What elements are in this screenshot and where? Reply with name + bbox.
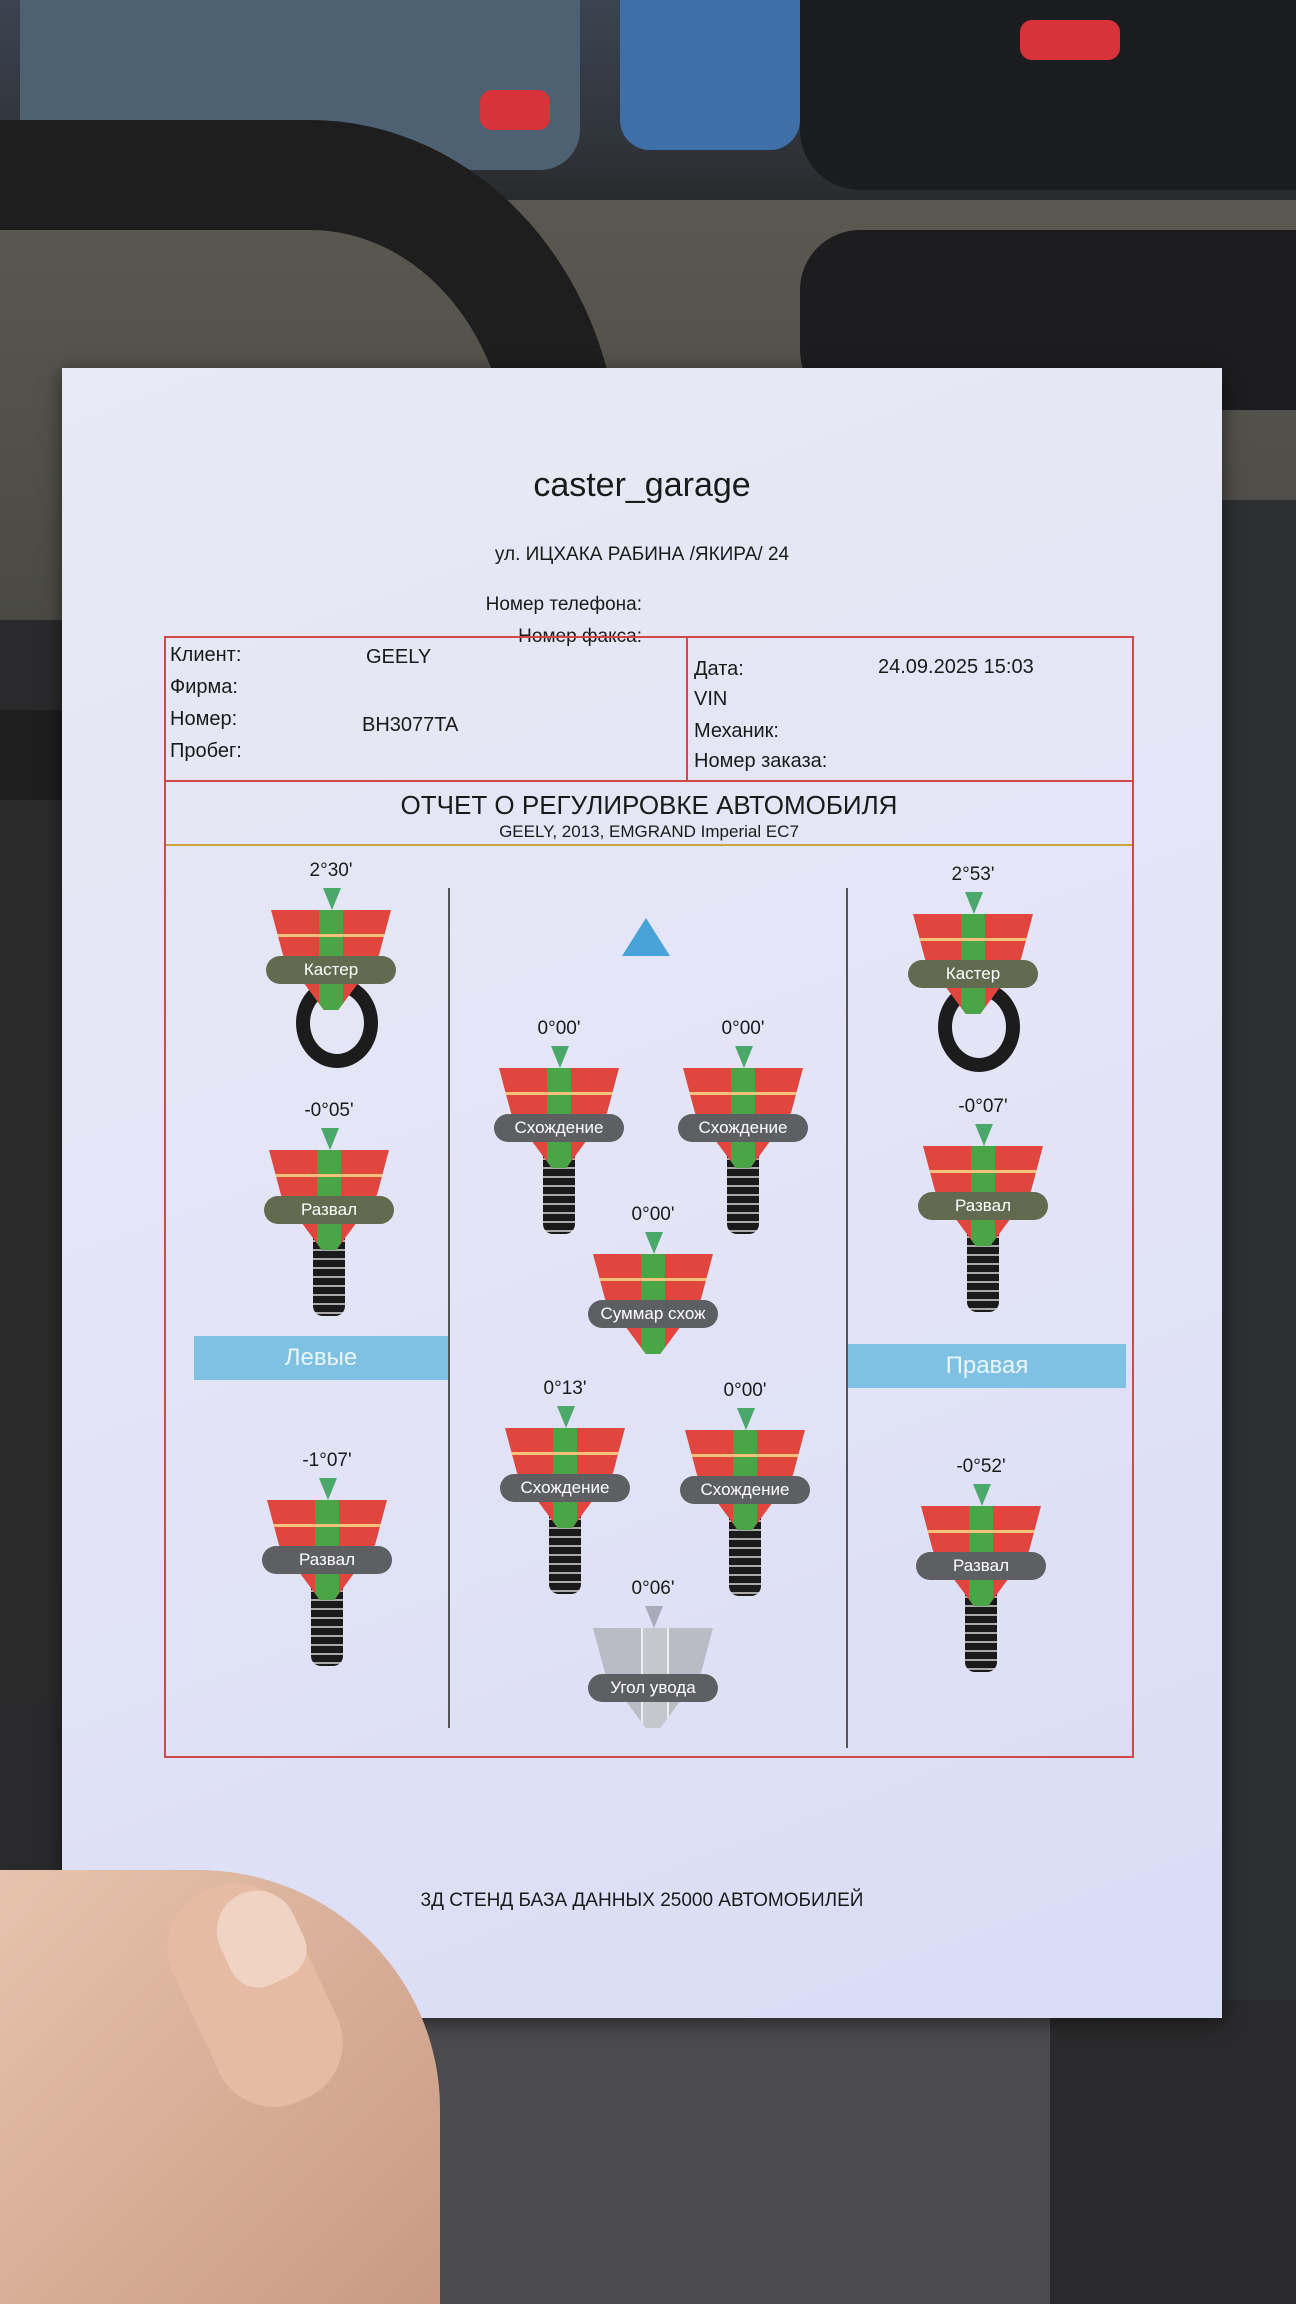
right-side-line [846, 888, 848, 1748]
gauge-toe-front-left: 0°00' Схождение [494, 1018, 624, 1258]
gauge-thrust-angle: 0°06' Угол увода [588, 1578, 718, 1818]
measurement-label: Развал [918, 1192, 1048, 1220]
client-value: GEELY [366, 646, 432, 668]
indicator-marker-icon [319, 1478, 337, 1500]
gauge-total-toe-front: 0°00' Суммар схож [588, 1204, 718, 1444]
indicator-marker-icon [323, 888, 341, 910]
number-label: Номер: [170, 708, 238, 730]
footer-note: 3Д СТЕНД БАЗА ДАННЫХ 25000 АВТОМОБИЛЕЙ [420, 1890, 864, 1911]
right-side-band: Правая [848, 1344, 1126, 1388]
measurement-label: Схождение [494, 1114, 624, 1142]
measurement-value: -1°07' [302, 1450, 352, 1471]
measurement-label: Кастер [266, 956, 396, 984]
report-frame: Клиент: GEELY Фирма: Номер: BH3077TA Про… [164, 636, 1134, 1758]
measurement-label: Схождение [680, 1476, 810, 1504]
measurement-label: Кастер [908, 960, 1038, 988]
order-number-label: Номер заказа: [694, 750, 828, 772]
phone-label: Номер телефона: [485, 594, 642, 615]
measurement-value: -0°52' [956, 1456, 1006, 1477]
firm-label: Фирма: [170, 676, 238, 698]
alignment-report-sheet: caster_garage ул. ИЦХАКА РАБИНА /ЯКИРА/ … [62, 368, 1222, 2018]
indicator-marker-icon [551, 1046, 569, 1068]
measurement-label: Схождение [678, 1114, 808, 1142]
divider [166, 844, 1132, 846]
measurement-value: 2°53' [951, 864, 995, 885]
measurement-value: -0°07' [958, 1096, 1008, 1117]
measurement-value: 2°30' [309, 860, 353, 881]
vin-label: VIN [694, 688, 728, 710]
indicator-marker-icon [735, 1046, 753, 1068]
date-label: Дата: [694, 658, 744, 680]
measurement-label: Развал [262, 1546, 392, 1574]
gauge-camber-rear-left: -1°07' Развал [262, 1450, 392, 1690]
background-street [0, 0, 1296, 240]
gauge-toe-front-right: 0°00' Схождение [678, 1018, 808, 1258]
gauge-camber-rear-right: -0°52' Развал [916, 1456, 1046, 1696]
measurement-value: 0°06' [631, 1578, 675, 1599]
measurement-value: 0°00' [721, 1018, 765, 1039]
left-side-line [448, 888, 450, 1728]
vehicle-info: GEELY, 2013, EMGRAND Imperial EC7 [499, 822, 799, 841]
measurement-label: Угол увода [588, 1674, 718, 1702]
mechanic-label: Механик: [694, 720, 779, 742]
indicator-marker-icon [645, 1606, 663, 1628]
car-ahead-right [800, 0, 1296, 190]
indicator-marker-icon [965, 892, 983, 914]
indicator-marker-icon [973, 1484, 991, 1506]
mileage-label: Пробег: [170, 740, 242, 762]
brand-title: caster_garage [533, 466, 751, 504]
number-value: BH3077TA [362, 714, 459, 736]
measurement-value: 0°00' [631, 1204, 675, 1225]
left-side-band: Левые [194, 1336, 448, 1380]
measurement-label: Развал [916, 1552, 1046, 1580]
date-value: 24.09.2025 15:03 [878, 656, 1034, 678]
measurement-label: Развал [264, 1196, 394, 1224]
measurement-value: 0°13' [543, 1378, 587, 1399]
measurement-label: Схождение [500, 1474, 630, 1502]
indicator-marker-icon [321, 1128, 339, 1150]
measurement-value: 0°00' [537, 1018, 581, 1039]
direction-arrow-icon [622, 918, 670, 956]
report-title: ОТЧЕТ О РЕГУЛИРОВКЕ АВТОМОБИЛЯ [400, 790, 898, 820]
indicator-marker-icon [557, 1406, 575, 1428]
gauge-camber-front-right: -0°07' Развал [918, 1096, 1048, 1336]
gauge-toe-rear-right: 0°00' Схождение [680, 1380, 810, 1620]
address: ул. ИЦХАКА РАБИНА /ЯКИРА/ 24 [494, 544, 790, 565]
gauge-camber-front-left: -0°05' Развал [264, 1100, 394, 1340]
divider [686, 638, 688, 780]
indicator-marker-icon [645, 1232, 663, 1254]
gauge-caster-front-left: 2°30' Кастер [266, 860, 396, 1100]
divider [166, 780, 1132, 782]
car-ahead-blue [620, 0, 800, 150]
gauge-toe-rear-left: 0°13' Схождение [500, 1378, 630, 1618]
measurement-label: Суммар схож [588, 1300, 718, 1328]
indicator-marker-icon [737, 1408, 755, 1430]
client-label: Клиент: [170, 644, 242, 666]
measurement-value: 0°00' [723, 1380, 767, 1401]
indicator-marker-icon [975, 1124, 993, 1146]
measurement-value: -0°05' [304, 1100, 354, 1121]
gauge-caster-front-right: 2°53' Кастер [908, 864, 1038, 1104]
